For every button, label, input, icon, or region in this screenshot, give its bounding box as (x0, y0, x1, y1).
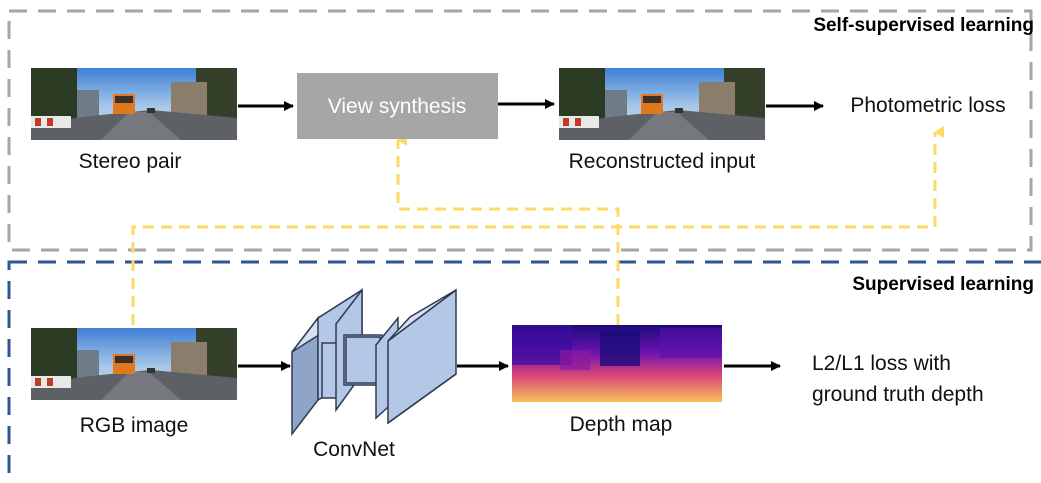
stereo-pair-label: Stereo pair (79, 150, 182, 173)
depth-to-view-synthesis-dashed (396, 134, 620, 325)
reconstructed-input-image (559, 68, 765, 140)
reconstructed-input-label: Reconstructed input (569, 150, 756, 173)
view-synthesis-box (297, 73, 498, 139)
convnet-label: ConvNet (313, 438, 395, 461)
supervised-title: Supervised learning (852, 274, 1034, 295)
supervised-loss-label-line1: L2/L1 loss with (812, 352, 951, 375)
view-synthesis-label: View synthesis (328, 95, 467, 118)
self-supervised-title: Self-supervised learning (813, 15, 1034, 36)
rgb-image (31, 328, 237, 400)
supervised-loss-label-line2: ground truth depth (812, 383, 984, 406)
rgb-image-label: RGB image (80, 414, 189, 437)
convnet-graphic (291, 287, 457, 437)
self-supervised-frame (7, 9, 1033, 252)
depth-map-image (512, 325, 722, 402)
depth-map-label: Depth map (570, 413, 673, 436)
photometric-loss-label: Photometric loss (850, 94, 1005, 117)
supervised-frame (7, 260, 1041, 483)
stereo-pair-image (31, 68, 237, 140)
rgb-to-self-supervised-dashed (131, 126, 944, 325)
